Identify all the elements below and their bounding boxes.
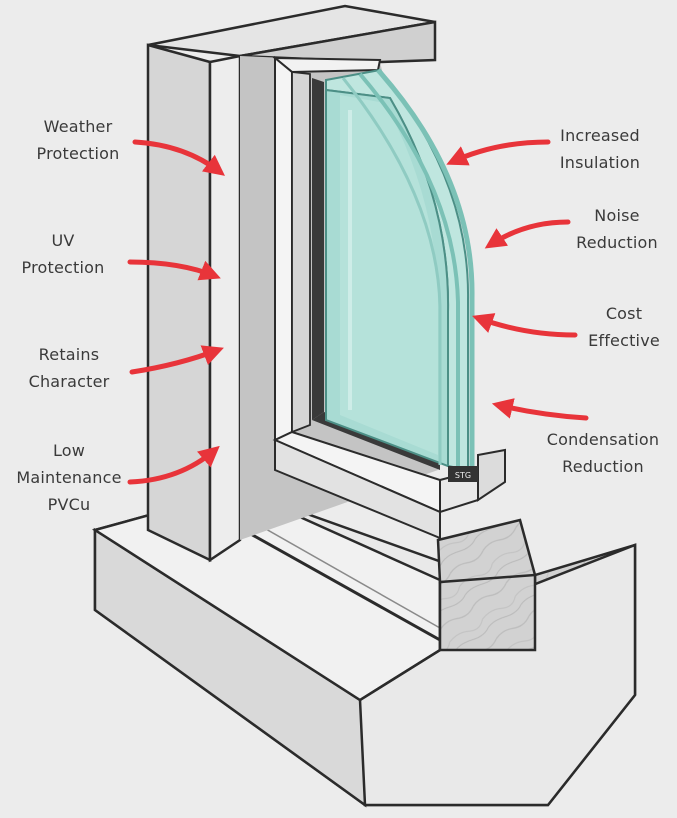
arrow-increased-insulation	[446, 139, 551, 166]
spacer-text: STG	[455, 471, 471, 480]
arrow-retains-character	[129, 345, 224, 375]
double-glazing	[325, 68, 475, 472]
window-sill	[91, 488, 637, 808]
arrow-cost-effective	[472, 313, 578, 338]
left-reveal	[146, 43, 242, 563]
arrow-noise-reduction	[484, 219, 571, 249]
arrow-condensation-reduction	[491, 398, 589, 421]
arrow-low-maintenance	[127, 445, 220, 485]
arrow-weather-protection	[132, 139, 225, 176]
arrow-uv-protection	[127, 259, 221, 281]
callout-arrows	[127, 139, 589, 485]
spacer-bar: STG	[448, 466, 478, 482]
